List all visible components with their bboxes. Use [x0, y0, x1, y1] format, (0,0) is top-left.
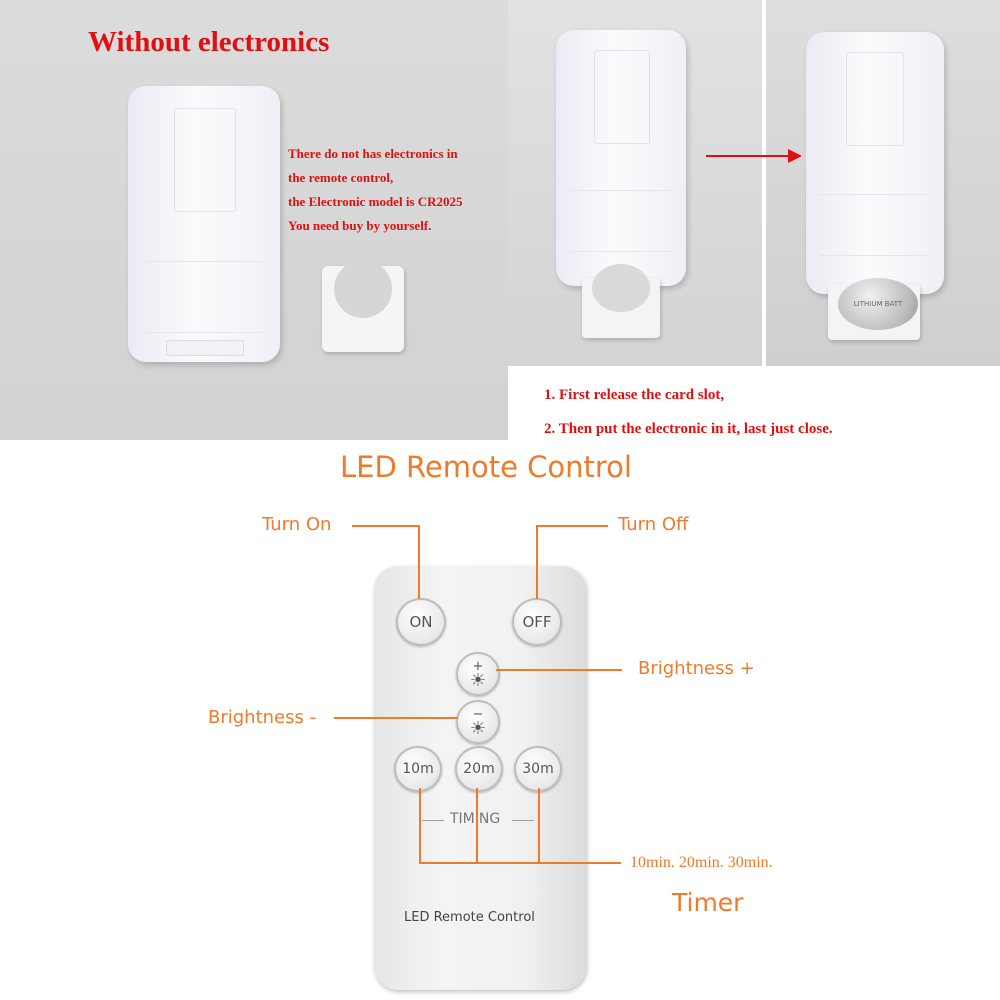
diagram-title: LED Remote Control [340, 450, 632, 484]
note-line: You need buy by yourself. [288, 218, 432, 233]
note-line: There do not has electronics in [288, 146, 458, 161]
arrow-head-icon [788, 149, 802, 163]
released-card-slot [582, 264, 660, 338]
callout-turn-on-v [418, 525, 420, 599]
electronics-note: There do not has electronics in the remo… [288, 142, 508, 238]
brightness-down-button[interactable]: − ☀ [456, 700, 500, 744]
plus-icon: + [472, 659, 484, 674]
callout-turn-off-h [536, 525, 608, 527]
arrow-line [706, 155, 790, 157]
step-line: 2. Then put the electronic in it, last j… [544, 421, 833, 437]
brightness-up-button[interactable]: + ☀ [456, 652, 500, 696]
off-button[interactable]: OFF [512, 598, 562, 646]
callout-timer-h [419, 862, 621, 864]
callout-timer-20 [476, 788, 478, 864]
coin-battery: LITHIUM BATT [838, 278, 918, 330]
note-line: the Electronic model is CR2025 [288, 194, 463, 209]
heading-without-electronics: Without electronics [88, 26, 330, 58]
callout-turn-on-h [352, 525, 420, 527]
label-brightness-plus: Brightness + [638, 658, 755, 679]
sun-icon: ☀ [469, 718, 487, 739]
remote-back-battery [806, 32, 944, 294]
label-timer: Timer [672, 888, 744, 917]
battery-label: LITHIUM BATT [853, 300, 903, 308]
battery-clip [322, 260, 404, 352]
remote-back-cover [128, 86, 280, 362]
device-text: LED Remote Control [404, 910, 535, 925]
step-line: 1. First release the card slot, [544, 387, 725, 403]
label-timer-values: 10min. 20min. 30min. [630, 854, 773, 871]
timing-label: TIMING [450, 811, 500, 827]
step-instructions: 1. First release the card slot, 2. Then … [544, 378, 833, 446]
callout-brightness-minus [334, 717, 458, 719]
timing-divider-right [512, 820, 534, 821]
callout-timer-10 [419, 788, 421, 864]
timer-10m-button[interactable]: 10m [394, 746, 442, 792]
callout-brightness-plus [496, 669, 622, 671]
label-brightness-minus: Brightness - [208, 707, 317, 728]
timing-divider-left [422, 820, 444, 821]
on-button[interactable]: ON [396, 598, 446, 646]
remote-back-slot-open [556, 30, 686, 286]
timer-30m-button[interactable]: 30m [514, 746, 562, 792]
callout-turn-off-v [536, 525, 538, 599]
minus-icon: − [472, 707, 484, 722]
callout-timer-30 [538, 788, 540, 864]
timer-20m-button[interactable]: 20m [455, 746, 503, 792]
label-turn-on: Turn On [262, 514, 332, 535]
note-line: the remote control, [288, 170, 394, 185]
label-turn-off: Turn Off [618, 514, 689, 535]
sun-icon: ☀ [469, 670, 487, 691]
